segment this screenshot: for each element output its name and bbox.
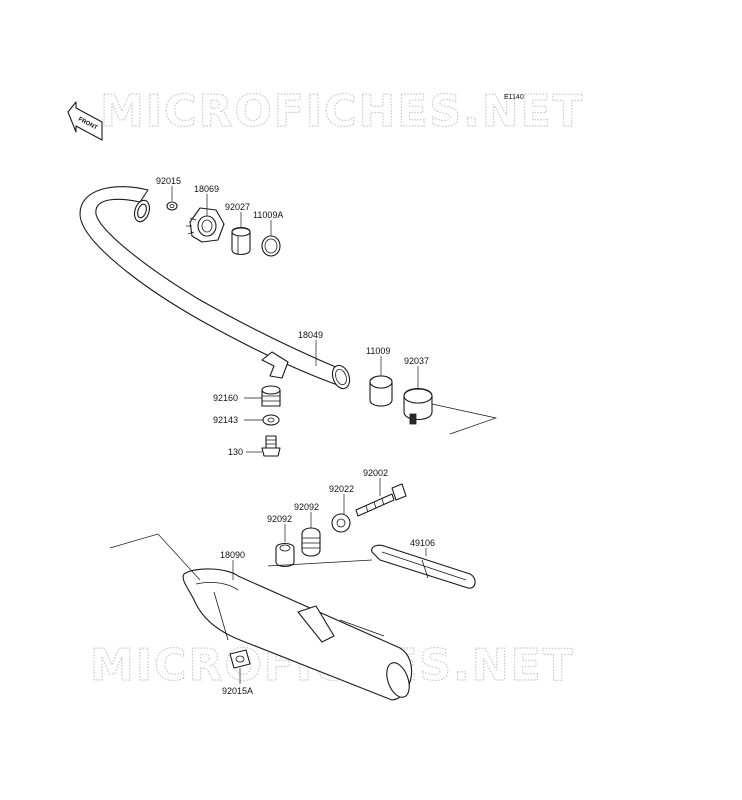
part-label-18049[interactable]: 18049 xyxy=(298,330,323,340)
part-label-11009A[interactable]: 11009A xyxy=(253,210,283,220)
part-label-92092-lower[interactable]: 92092 xyxy=(267,514,292,524)
diagram-code: E1140 xyxy=(504,94,524,101)
grommet-92092-upper xyxy=(301,527,321,557)
projection-line-upper xyxy=(431,403,498,435)
part-label-49106[interactable]: 49106 xyxy=(410,538,435,548)
front-arrow-icon: FRONT xyxy=(67,101,103,141)
projection-line-guard xyxy=(267,559,373,567)
collar-92027 xyxy=(231,226,251,256)
part-label-11009[interactable]: 11009 xyxy=(366,346,390,356)
collar-92143 xyxy=(262,414,280,426)
part-label-92027[interactable]: 92027 xyxy=(225,202,250,212)
nut-92015A xyxy=(229,649,251,669)
watermark-top: MICROFICHES.NET xyxy=(100,86,585,137)
gasket-11009 xyxy=(369,375,393,407)
grommet-92092-lower xyxy=(275,542,295,568)
exhaust-pipe-18049 xyxy=(79,186,351,390)
nut-92015 xyxy=(166,201,178,211)
flange-18069 xyxy=(186,207,225,243)
part-label-92002[interactable]: 92002 xyxy=(363,468,388,478)
bolt-92002 xyxy=(355,483,407,517)
leader-lines xyxy=(171,186,427,684)
part-label-92092-upper[interactable]: 92092 xyxy=(294,502,319,512)
part-label-18069[interactable]: 18069 xyxy=(194,184,219,194)
clamp-92037 xyxy=(403,387,433,425)
part-label-92015A[interactable]: 92015A xyxy=(222,686,253,696)
part-label-130[interactable]: 130 xyxy=(228,447,243,457)
part-label-18090[interactable]: 18090 xyxy=(220,550,245,560)
gasket-11009A xyxy=(261,235,281,257)
bolt-130 xyxy=(261,435,281,457)
part-label-92015[interactable]: 92015 xyxy=(156,176,181,186)
part-labels: 92015 18069 92027 11009A 18049 11009 920… xyxy=(156,176,435,696)
heat-guard-49106 xyxy=(371,544,476,589)
muffler-18090 xyxy=(182,568,413,701)
washer-92022 xyxy=(331,513,351,533)
part-label-92160[interactable]: 92160 xyxy=(213,393,238,403)
damper-92160 xyxy=(261,385,281,407)
part-label-92037[interactable]: 92037 xyxy=(404,356,429,366)
part-label-92143[interactable]: 92143 xyxy=(213,415,238,425)
projection-line-lower xyxy=(109,533,201,581)
part-label-92022[interactable]: 92022 xyxy=(329,484,354,494)
